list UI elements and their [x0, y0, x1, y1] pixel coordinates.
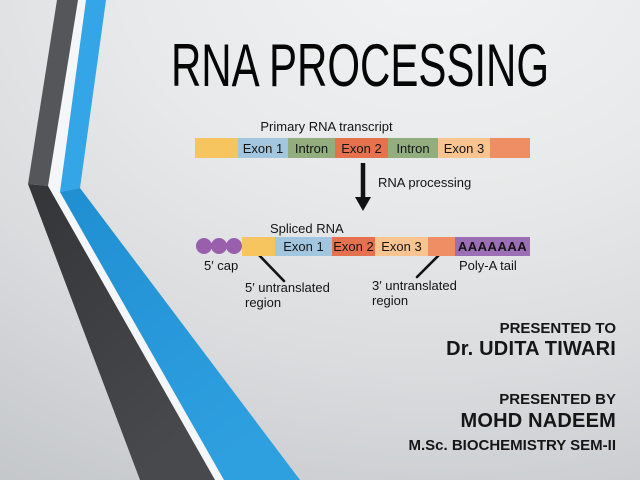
ribbon-blue-stripe-lower: [60, 188, 300, 480]
spliced-rna-label: Spliced RNA: [270, 221, 344, 236]
page-title: RNA PROCESSING: [170, 32, 550, 99]
segment-exon2-spliced: Exon 2: [332, 237, 375, 256]
cap-circle-3: [226, 238, 242, 254]
rna-processing-label: RNA processing: [378, 175, 472, 190]
utr5-label-line1: 5′ untranslated: [245, 280, 330, 295]
segment-trailer: [490, 138, 530, 158]
poly-a-tail-label: Poly-A tail: [459, 258, 517, 273]
segment-3utr: [428, 237, 455, 256]
presented-to-name: Dr. UDITA TIWARI: [446, 338, 616, 360]
utr5-label-line2: region: [245, 295, 282, 310]
ribbon-dark-stripe-lower: [28, 184, 215, 480]
presented-by-name: MOHD NADEEM: [460, 410, 616, 432]
segment-intron1: Intron: [288, 138, 335, 158]
segment-exon3: Exon 3: [438, 138, 490, 158]
segment-exon1-spliced: Exon 1: [275, 237, 332, 256]
cap-circle-1: [196, 238, 212, 254]
ribbon-blue-stripe-upper: [60, 0, 106, 192]
segment-5utr: [242, 237, 275, 256]
processing-arrow-head: [355, 197, 371, 211]
course-label: M.Sc. BIOCHEMISTRY SEM-II: [408, 437, 616, 454]
spliced-rna-bar: Exon 1 Exon 2 Exon 3 AAAAAAA: [242, 237, 530, 256]
primary-rna-transcript-bar: Exon 1 Intron Exon 2 Intron Exon 3: [195, 138, 530, 158]
segment-exon1: Exon 1: [238, 138, 288, 158]
utr3-label: 3′ untranslated region: [372, 278, 457, 308]
ribbon-dark-stripe-upper: [28, 0, 78, 186]
presented-by-label: PRESENTED BY: [499, 391, 616, 408]
segment-leader: [195, 138, 238, 158]
cap-circle-2: [211, 238, 227, 254]
segment-exon3-spliced: Exon 3: [375, 237, 428, 256]
primary-rna-transcript-label: Primary RNA transcript: [260, 119, 393, 134]
five-prime-cap-label: 5′ cap: [204, 258, 239, 273]
utr5-pointer-line: [255, 251, 286, 283]
utr5-label: 5′ untranslated region: [245, 280, 330, 310]
segment-exon2: Exon 2: [335, 138, 388, 158]
segment-polya-tail: AAAAAAA: [455, 237, 530, 256]
utr3-label-line2: region: [372, 293, 409, 308]
segment-intron2: Intron: [388, 138, 438, 158]
utr3-label-line1: 3′ untranslated: [372, 278, 457, 293]
presented-to-label: PRESENTED TO: [499, 320, 616, 337]
